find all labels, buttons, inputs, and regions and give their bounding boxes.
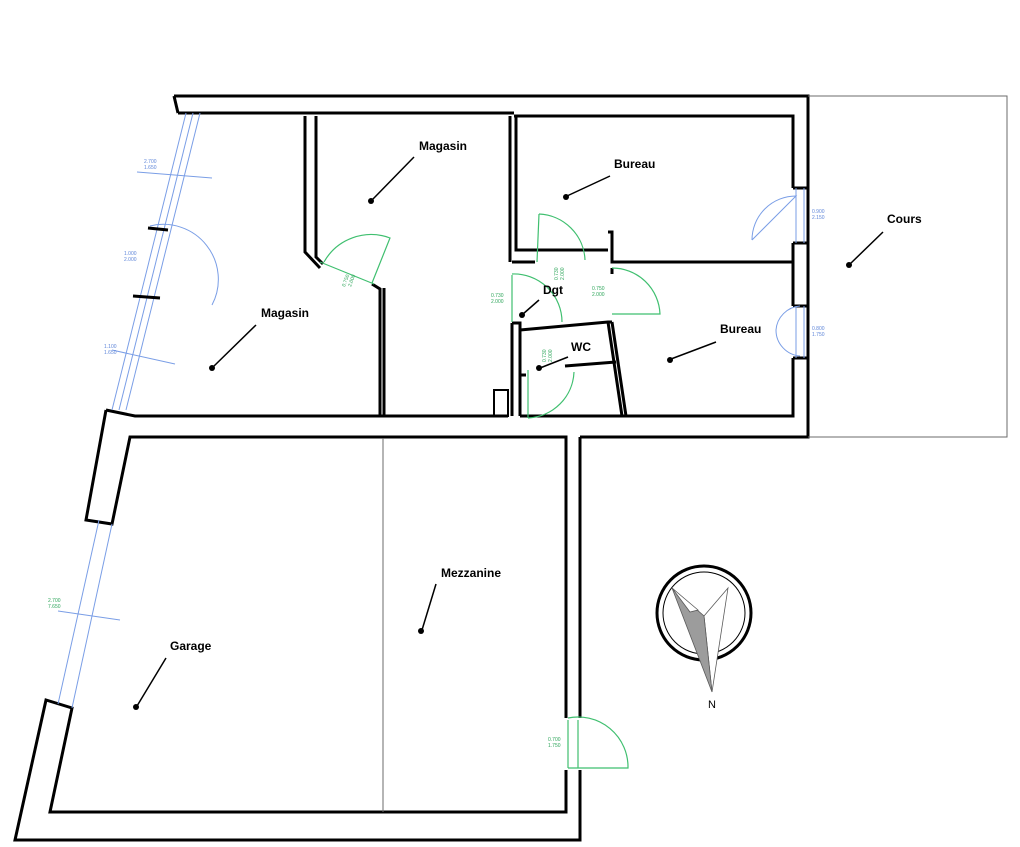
lower-walls [13, 409, 582, 842]
room-dgt-label: Dgt [543, 283, 563, 297]
room-labels: Magasin Bureau Cours Magasin Dgt WC [133, 139, 922, 710]
dim-door-garage-a: 0.700 [548, 737, 561, 743]
dim-door-garage-b: 1.750 [548, 743, 561, 749]
room-garage-label: Garage [170, 639, 212, 653]
windows [57, 112, 805, 709]
dim-door-magasin-a: 0.750 [341, 274, 351, 288]
dim-door-wc-a: 0.730 [542, 349, 548, 362]
upper-outer-walls [105, 94, 810, 439]
room-garage: Garage [133, 639, 212, 710]
upper-interior-walls [303, 116, 793, 417]
dim-door-wc-b: 2.000 [548, 349, 554, 362]
room-magasin-top: Magasin [368, 139, 467, 204]
dim-window-garage-a: 2.700 [48, 598, 61, 604]
north-arrow-icon: N [655, 564, 753, 711]
room-bureau-top-label: Bureau [614, 157, 655, 171]
room-bureau-mid-label: Bureau [720, 322, 761, 336]
room-cours-label: Cours [887, 212, 922, 226]
dim-window-1-a: 2.700 [144, 159, 157, 165]
north-label: N [708, 699, 716, 711]
dim-window-2-b: 2.000 [124, 257, 137, 263]
courtyard-outline [808, 95, 1008, 438]
dim-door-magasin-b: 2.000 [347, 274, 357, 288]
dim-door-dgt-top-a: 0.730 [554, 267, 560, 280]
room-wc: WC [536, 340, 591, 371]
dim-window-3-a: 1.100 [104, 344, 117, 350]
dim-door-dgt-left-b: 2.000 [491, 299, 504, 305]
dim-window-1-b: 1.650 [144, 165, 157, 171]
room-dgt: Dgt [519, 283, 563, 318]
room-bureau-top: Bureau [563, 157, 655, 200]
dim-door-cours-2-b: 1.750 [812, 332, 825, 338]
dim-door-dgt-left-a: 0.730 [491, 293, 504, 299]
dim-door-cours-1-a: 0.900 [812, 209, 825, 215]
dim-door-cours-1-b: 2.150 [812, 215, 825, 221]
dim-door-bureau-b: 2.000 [592, 292, 605, 298]
dim-door-cours-2-a: 0.800 [812, 326, 825, 332]
room-magasin-left: Magasin [209, 306, 309, 371]
room-mezzanine: Mezzanine [418, 566, 501, 634]
dim-door-bureau-a: 0.750 [592, 286, 605, 292]
doors [319, 195, 801, 769]
room-bureau-mid: Bureau [667, 322, 761, 363]
dimension-labels: 2.700 1.650 1.000 2.000 1.100 1.650 2.70… [48, 159, 825, 749]
room-wc-label: WC [571, 340, 591, 354]
dim-window-garage-b: 7.650 [48, 604, 61, 610]
dim-door-dgt-top-b: 2.000 [560, 267, 566, 280]
room-magasin-top-label: Magasin [419, 139, 467, 153]
dim-window-3-b: 1.650 [104, 350, 117, 356]
room-magasin-left-label: Magasin [261, 306, 309, 320]
dim-window-2-a: 1.000 [124, 251, 137, 257]
room-cours: Cours [846, 212, 922, 268]
room-mezzanine-label: Mezzanine [441, 566, 501, 580]
